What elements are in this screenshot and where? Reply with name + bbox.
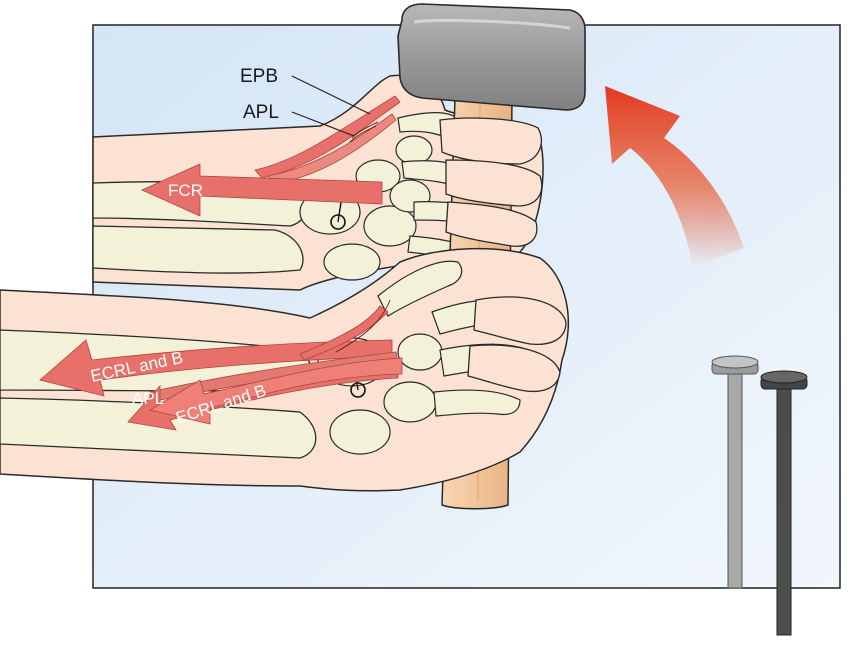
upper-hand-fingers	[439, 117, 543, 247]
curved-motion-arrow-icon	[605, 86, 744, 268]
apl-top-label: APL	[243, 102, 279, 123]
epb-leader-line	[291, 75, 371, 115]
nails-icon	[711, 355, 808, 636]
epb-apl-tendons	[254, 95, 401, 185]
ecrl-b-tendons	[39, 299, 403, 431]
fcr-arrow	[141, 163, 383, 217]
apl-leader-line	[291, 111, 355, 137]
lower-hand-fingers	[467, 296, 567, 393]
epb-label: EPB	[240, 66, 278, 87]
apl-lower-label: APL	[132, 389, 164, 408]
fcr-label: FCR	[168, 181, 203, 200]
